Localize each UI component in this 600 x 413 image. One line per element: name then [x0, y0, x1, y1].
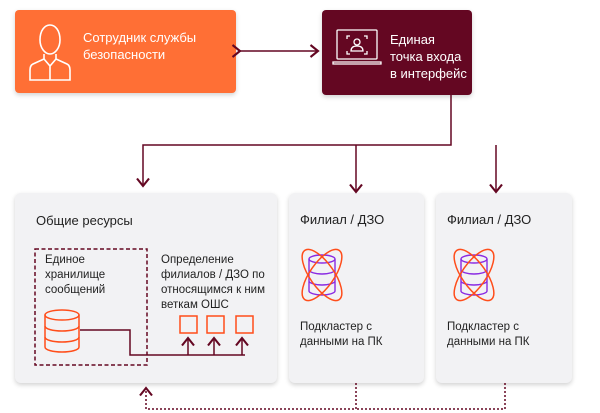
branch-caption: Подкластер с данными на ПК [300, 321, 383, 348]
branch-square-icon [235, 315, 254, 334]
branch-panel-2: Филиал / ДЗО Подкластер с данными на ПК [436, 193, 572, 383]
shared-resources-title: Общие ресурсы [36, 213, 133, 228]
branch-caption: Подкластер с данными на ПК [447, 321, 530, 348]
storage-dashed-frame [34, 248, 148, 366]
branch-square-icon [206, 315, 225, 334]
entry-point-label: Единая точка входа в интерфейс [390, 32, 467, 81]
branch-panel-1: Филиал / ДЗО Подкластер с данными на ПК [289, 193, 424, 383]
person-icon [29, 24, 71, 81]
cluster-db-icon [301, 248, 343, 302]
sync-line-1 [139, 383, 357, 410]
arrow-to-shared [136, 95, 452, 188]
security-officer-label: Сотрудник службы безопасности [83, 30, 197, 62]
laptop-user-icon [332, 29, 382, 65]
sync-line-2 [356, 383, 506, 410]
database-icon [44, 309, 80, 353]
entry-point-node: Единая точка входа в интерфейс [322, 10, 472, 95]
security-officer-node: Сотрудник службы безопасности [15, 10, 236, 93]
branch-square-icon [179, 315, 198, 334]
cluster-db-icon [453, 248, 495, 302]
storage-label: Единое хранилище сообщений [45, 254, 106, 296]
routing-label: Определение филиалов / ДЗО по относящимс… [161, 254, 266, 311]
branch-title: Филиал / ДЗО [300, 212, 385, 227]
branch-title: Филиал / ДЗО [447, 212, 532, 227]
